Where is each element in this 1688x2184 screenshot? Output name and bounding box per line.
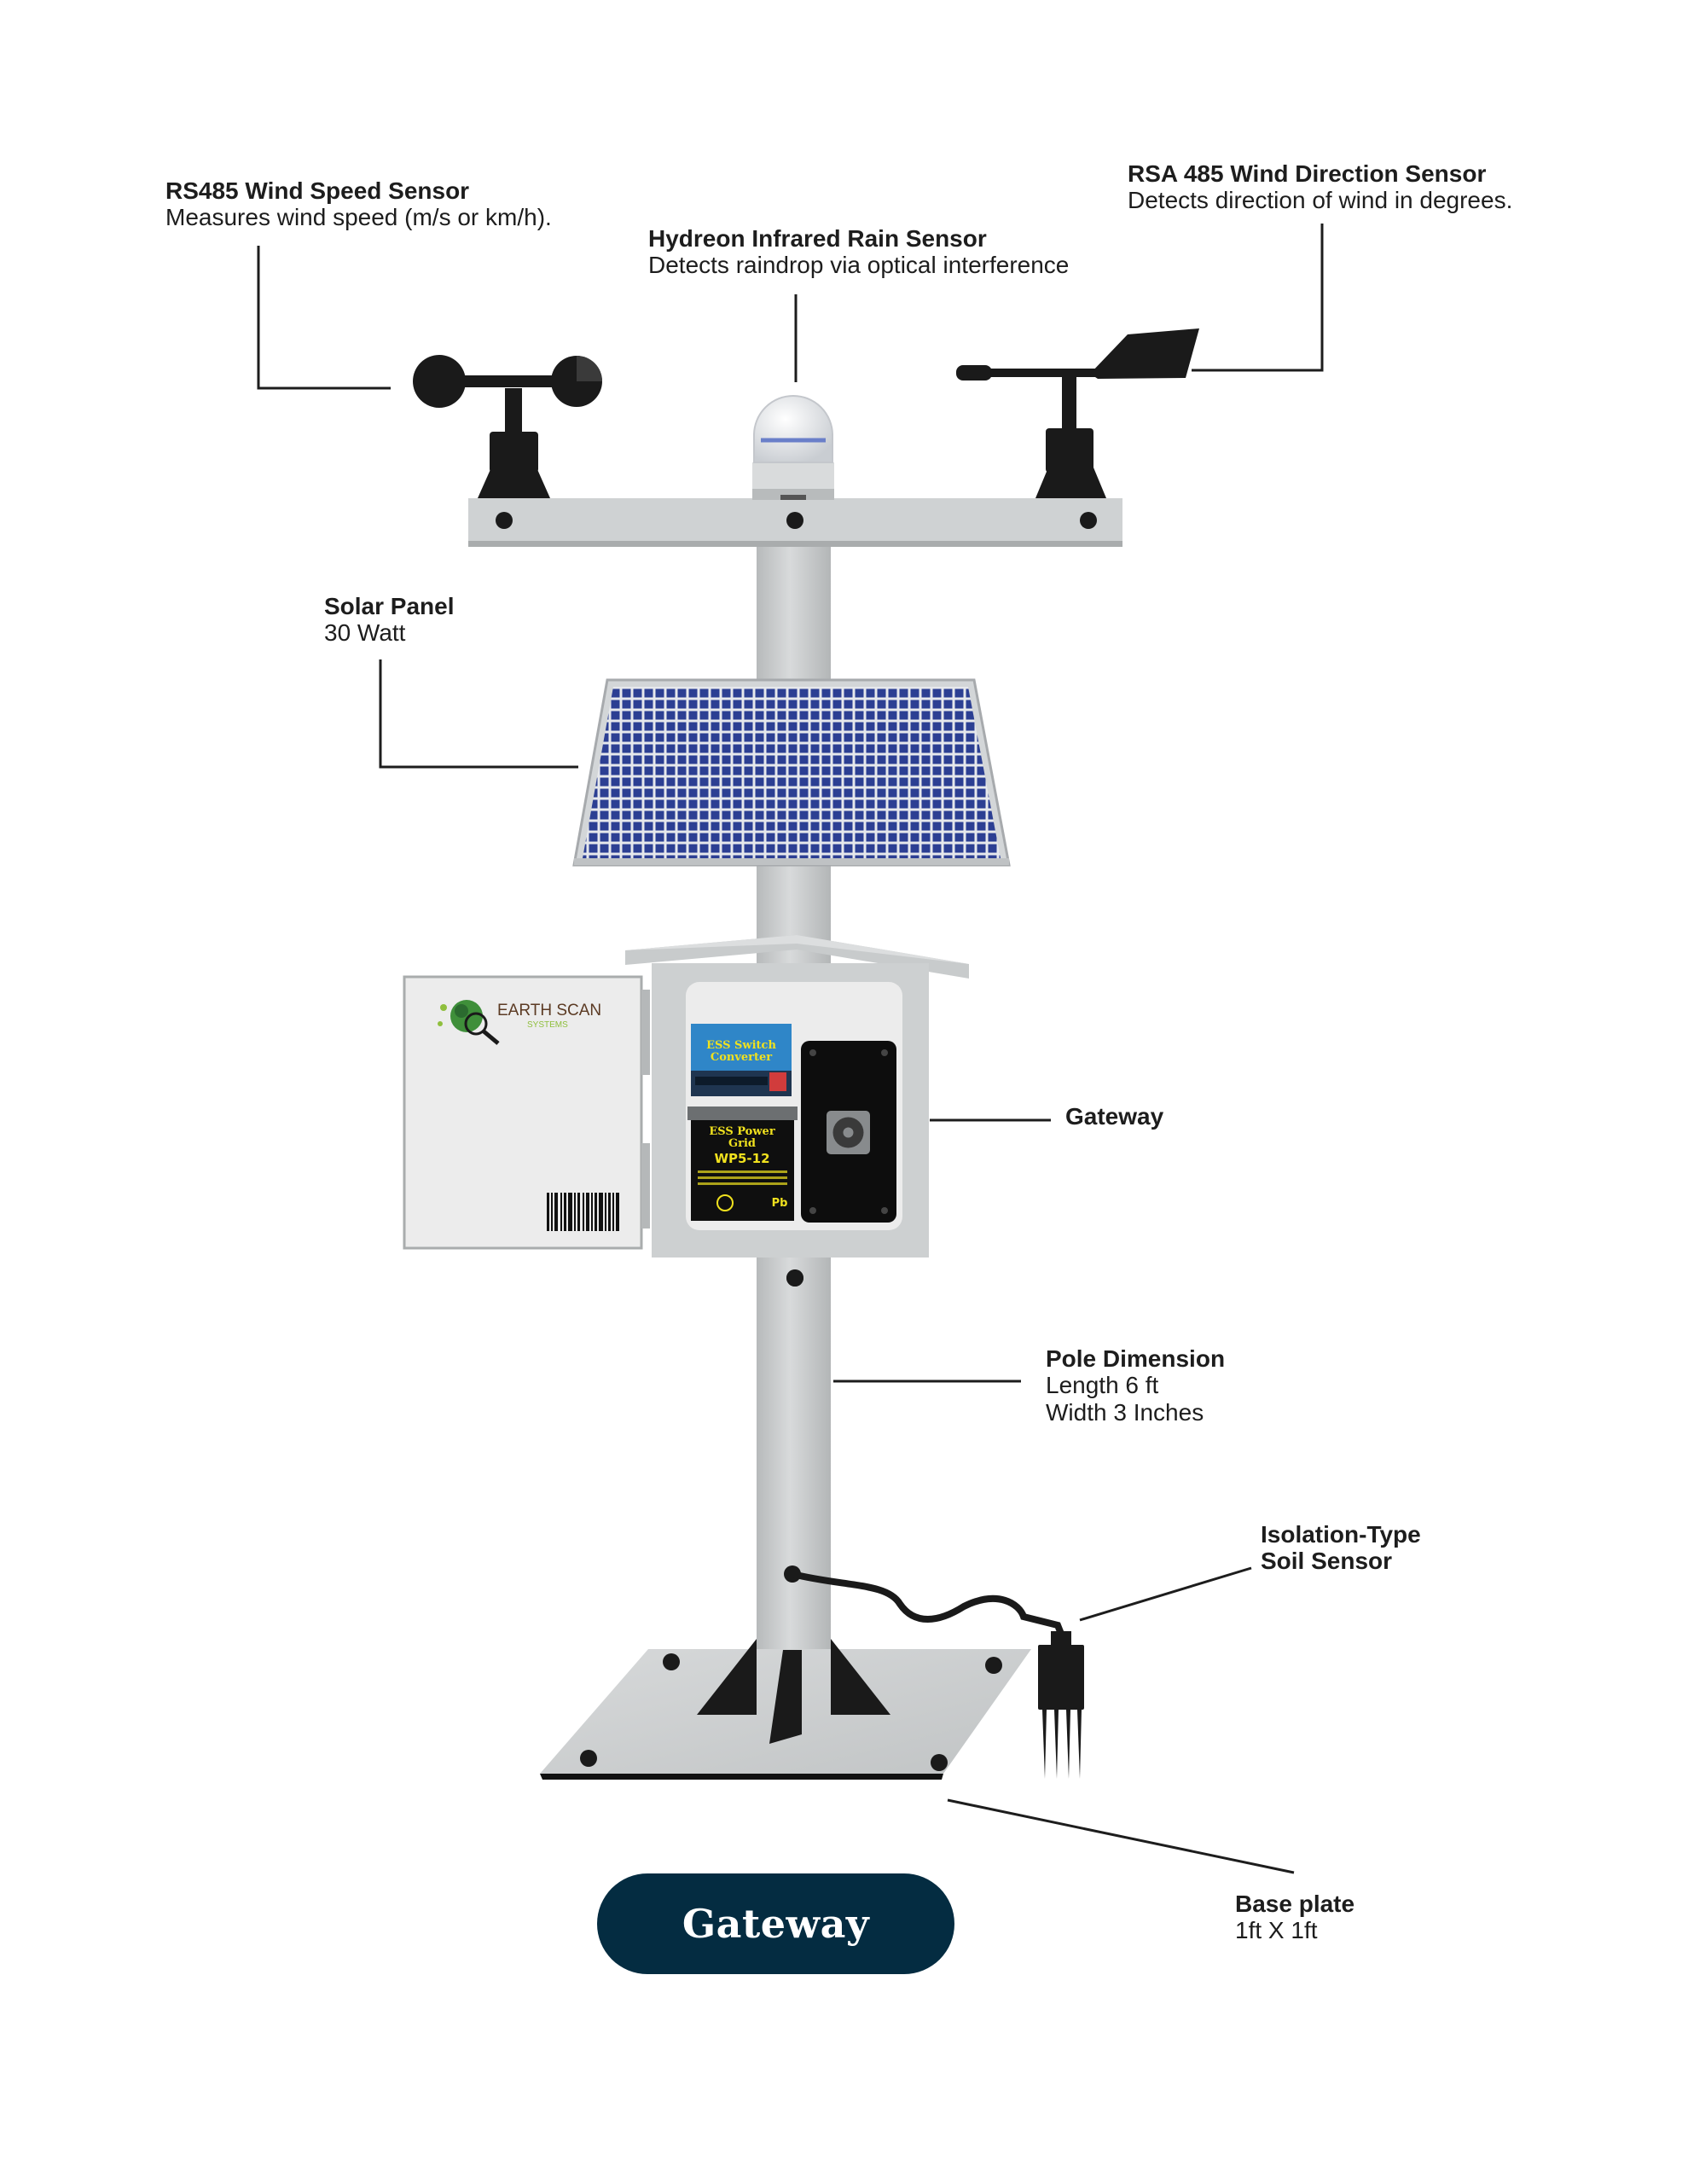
label-pole-dimension: Pole Dimension Length 6 ft Width 3 Inche…	[1046, 1345, 1225, 1426]
label-solar-subtitle: 30 Watt	[324, 619, 406, 647]
leader-solar	[379, 659, 578, 769]
enclosure-door: EARTH SCAN SYSTEMS	[403, 975, 650, 1250]
label-soil-title-line1: Isolation-Type	[1261, 1521, 1421, 1548]
leader-lines	[257, 224, 1324, 1874]
label-gateway-title: Gateway	[1065, 1103, 1164, 1130]
gusset-front	[769, 1650, 802, 1744]
switch-converter-label: ESS Switch	[706, 1039, 776, 1052]
label-wind-direction: RSA 485 Wind Direction Sensor Detects di…	[1128, 160, 1512, 214]
switch-converter-sublabel: Converter	[711, 1051, 772, 1064]
label-rain-title: Hydreon Infrared Rain Sensor	[648, 225, 987, 252]
gusset-left	[697, 1639, 757, 1715]
label-rain-sensor: Hydreon Infrared Rain Sensor Detects rai…	[648, 225, 1069, 279]
label-wind-direction-title: RSA 485 Wind Direction Sensor	[1128, 160, 1487, 187]
enclosure-roof	[625, 935, 969, 979]
rain-sensor-icon	[752, 395, 834, 500]
leader-wind-direction	[1192, 224, 1324, 372]
leader-wind-speed	[257, 246, 391, 390]
label-pole-title: Pole Dimension	[1046, 1345, 1226, 1372]
switch-converter-icon: ESS Switch Converter	[691, 1024, 792, 1096]
gateway-badge-label: Gateway	[682, 1901, 870, 1947]
label-wind-direction-subtitle: Detects direction of wind in degrees.	[1128, 187, 1513, 214]
battery-label: ESS Power	[709, 1125, 774, 1138]
label-pole-width: Width 3 Inches	[1046, 1398, 1204, 1426]
label-pole-length: Length 6 ft	[1046, 1372, 1159, 1399]
label-rain-subtitle: Detects raindrop via optical interferenc…	[648, 252, 1070, 279]
label-wind-speed: RS485 Wind Speed Sensor Measures wind sp…	[165, 177, 552, 231]
battery-sublabel: Grid	[728, 1137, 756, 1150]
gusset-right	[831, 1639, 890, 1715]
wind-vane-icon	[956, 328, 1199, 498]
battery-icon: ESS Power Grid WP5-12 Pb	[687, 1107, 798, 1221]
battery-model: WP5-12	[714, 1151, 769, 1166]
label-solar-title: Solar Panel	[324, 593, 455, 619]
label-gateway: Gateway	[1065, 1103, 1163, 1130]
label-solar-panel: Solar Panel 30 Watt	[324, 593, 455, 647]
solar-panel-icon	[572, 678, 1011, 867]
barcode-icon	[547, 1193, 619, 1231]
label-base-plate: Base plate 1ft X 1ft	[1235, 1891, 1354, 1944]
soil-sensor-icon	[784, 1565, 1084, 1779]
base-plate-icon	[540, 1639, 1031, 1780]
leader-base	[947, 1798, 1295, 1874]
label-wind-speed-title: RS485 Wind Speed Sensor	[165, 177, 470, 204]
label-base-title: Base plate	[1235, 1891, 1355, 1917]
leader-soil	[1079, 1566, 1252, 1622]
battery-pb-mark: Pb	[772, 1197, 788, 1210]
label-wind-speed-subtitle: Measures wind speed (m/s or km/h).	[165, 204, 552, 231]
logo-wordmark: EARTH SCAN	[497, 1002, 601, 1019]
gateway-badge: Gateway	[597, 1873, 954, 1974]
anemometer-icon	[413, 355, 602, 498]
label-soil-title-line2: Soil Sensor	[1261, 1548, 1393, 1575]
earth-scan-logo-icon: EARTH SCAN SYSTEMS	[438, 1000, 601, 1045]
label-soil-sensor: Isolation-Type Soil Sensor	[1261, 1521, 1421, 1575]
logo-subtext: SYSTEMS	[527, 1020, 568, 1030]
gateway-device-icon	[801, 1041, 896, 1223]
crossarm	[468, 498, 1122, 547]
label-base-subtitle: 1ft X 1ft	[1235, 1917, 1318, 1944]
